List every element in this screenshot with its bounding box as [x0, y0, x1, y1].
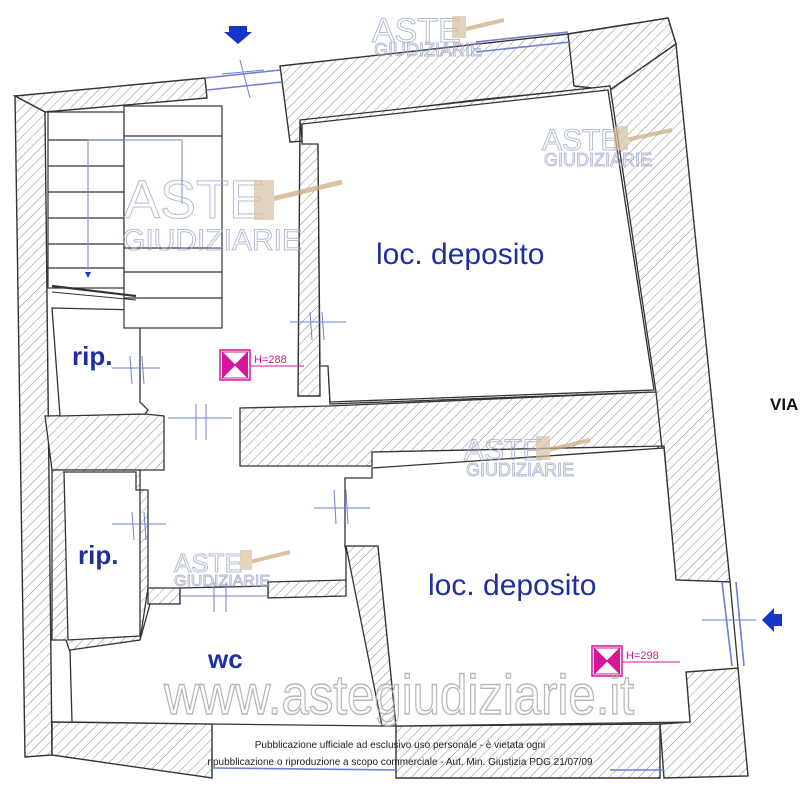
door-markers: [112, 59, 756, 621]
watermark-4-line2: GIUDIZIARIE: [466, 460, 574, 480]
room-label-rip-bottom: rip.: [78, 540, 118, 570]
room-deposito-top: [301, 89, 655, 403]
gavel-icon: [536, 436, 591, 460]
window-top-center: [475, 31, 569, 43]
room-label-rip-top: rip.: [72, 341, 112, 371]
height-marker-bottom: H=298: [591, 645, 680, 677]
gavel-icon: [240, 550, 291, 570]
entrance-arrow-right-icon: [762, 608, 782, 632]
wall-wc-top-right: [267, 579, 349, 599]
watermark-1: ASTE GIUDIZIARIE: [372, 12, 505, 61]
stair-flight-right: [123, 105, 223, 329]
watermark-3-line1: ASTE: [542, 124, 620, 157]
room-deposito-bottom: [344, 447, 739, 727]
gavel-icon: [614, 126, 673, 150]
watermark-1-line2: GIUDIZIARIE: [374, 40, 482, 60]
watermark-site: www.astegiudiziarie.it: [163, 663, 634, 726]
wall-left-middle-block: [44, 413, 165, 471]
room-label-deposito-top: loc. deposito: [376, 238, 544, 271]
entrance-arrows: [224, 26, 782, 632]
height-label-top: H=288: [254, 354, 287, 366]
entrance-arrow-top-icon: [224, 26, 252, 44]
windows: [204, 31, 745, 771]
room-label-wc: wc: [207, 644, 243, 674]
wall-wc-top: [147, 587, 181, 605]
staircase: [47, 105, 223, 329]
watermark-1-line1: ASTE: [372, 12, 461, 50]
watermark-4: ASTE GIUDIZIARIE: [464, 434, 591, 481]
room-rip-bottom: [63, 471, 141, 641]
street-label: VIA: [770, 395, 799, 414]
room-wc: [69, 545, 383, 727]
watermark-2: ASTE GIUDIZIARIE: [122, 170, 343, 258]
watermark-3: ASTE GIUDIZIARIE: [542, 124, 673, 171]
room-outlines: [51, 89, 739, 727]
watermark-5-line1: ASTE: [174, 548, 242, 578]
watermark-2-line1: ASTE: [124, 170, 265, 230]
watermark-4-line1: ASTE: [464, 434, 542, 467]
footer-line-1: Pubblicazione ufficiale ad esclusivo uso…: [254, 740, 546, 751]
watermark-3-line2: GIUDIZIARIE: [544, 150, 652, 170]
watermark-2-line2: GIUDIZIARIE: [122, 224, 302, 257]
watermark-5-line2: GIUDIZIARIE: [174, 573, 270, 590]
footer-line-2: ripubblicazione o riproduzione a scopo c…: [207, 757, 593, 768]
gavel-icon: [452, 16, 505, 38]
stair-flight-left: [47, 111, 125, 289]
gavel-icon: [254, 179, 343, 220]
height-label-bottom: H=298: [626, 650, 659, 662]
wall-middle-horizontal: [239, 391, 677, 581]
window-top-left: [204, 69, 281, 79]
watermark-5: ASTE GIUDIZIARIE: [174, 548, 291, 591]
wall-bottom-mid: [395, 723, 661, 779]
height-marker-top: H=288: [219, 349, 304, 381]
window-bottom-left: [211, 767, 397, 771]
room-label-deposito-bottom: loc. deposito: [428, 569, 596, 602]
window-right: [721, 581, 733, 667]
